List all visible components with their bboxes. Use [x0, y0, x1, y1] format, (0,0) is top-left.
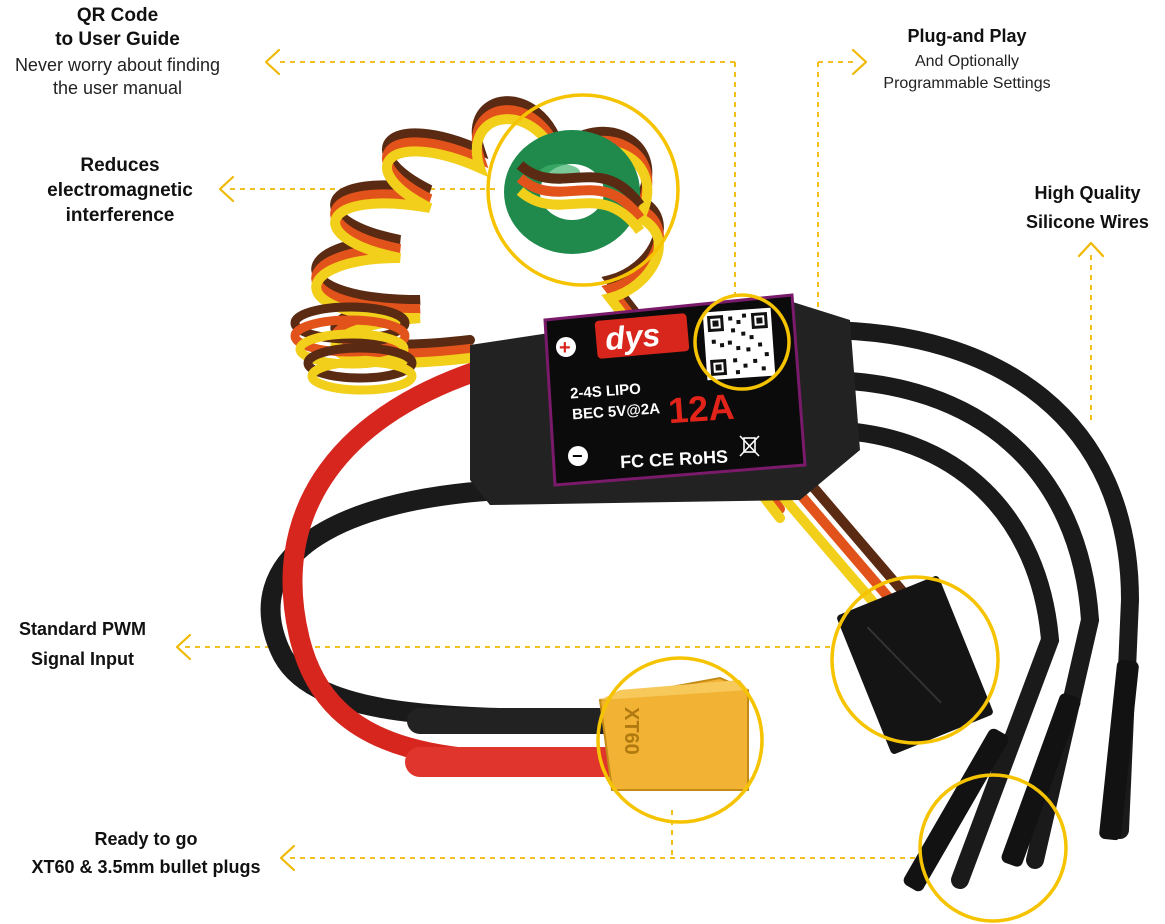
- xt60-marking: XT60: [620, 707, 642, 755]
- callout-ready-2: XT60 & 3.5mm bullet plugs: [31, 857, 261, 877]
- qr-code-icon: [702, 307, 776, 381]
- battery-wires: [260, 360, 635, 777]
- callout-pwm-1: Standard PWM: [18, 619, 146, 639]
- callout-ready-to-go: Ready to go XT60 & 3.5mm bullet plugs: [0, 830, 292, 876]
- highlight-circles: [486, 93, 1068, 923]
- arrow-left-icon: [175, 633, 192, 661]
- bec-spec: BEC 5V@2A: [572, 400, 661, 423]
- callout-pnp-body-2: Programmable Settings: [883, 75, 1051, 92]
- servo-plug: [837, 576, 993, 754]
- callout-qr-body-1: Never worry about finding: [14, 55, 221, 75]
- weee-bin-icon: [739, 435, 760, 457]
- callout-qr-title-2: to User Guide: [55, 29, 180, 50]
- battery-spec: 2-4S LIPO: [570, 381, 642, 403]
- callout-plug-and-play: Plug-and Play And Optionally Programmabl…: [862, 27, 1072, 92]
- current-rating: 12A: [667, 386, 736, 432]
- callout-ready-1: Ready to go: [94, 829, 198, 849]
- callout-silicone-wires: High Quality Silicone Wires: [1010, 184, 1165, 231]
- callout-qr-title-1: QR Code: [76, 5, 159, 26]
- highlight-servo-plug: [830, 575, 1000, 745]
- arrow-left-icon: [218, 175, 235, 203]
- callout-pnp-body-1: And Optionally: [914, 53, 1020, 70]
- plus-icon: +: [559, 337, 571, 359]
- callout-emi-2: electromagnetic: [47, 180, 193, 201]
- xt60-connector: XT60: [598, 676, 749, 791]
- arrow-right-icon: [851, 48, 868, 76]
- callout-pwm-2: Signal Input: [31, 649, 134, 669]
- callout-emi: Reduces electromagnetic interference: [20, 156, 220, 225]
- callout-pwm-input: Standard PWM Signal Input: [0, 620, 165, 668]
- ferrite-ring: [504, 130, 645, 254]
- coiled-signal-wire: [290, 96, 785, 523]
- motor-wires: [811, 321, 1140, 889]
- highlight-xt60: [596, 656, 764, 824]
- arrow-left-icon: [279, 844, 296, 872]
- highlight-ferrite: [486, 93, 680, 287]
- callout-silicone-2: Silicone Wires: [1026, 212, 1149, 232]
- esc-sticker: dys + − 2-4S LIPO BEC 5V@2A 12A FC CE Ro…: [556, 307, 776, 472]
- minus-icon: −: [572, 446, 583, 466]
- highlight-qr-code: [693, 293, 791, 391]
- brand-logo: dys: [604, 316, 662, 357]
- callout-emi-3: interference: [65, 205, 175, 226]
- callout-qr-body-2: the user manual: [52, 78, 183, 98]
- callout-silicone-1: High Quality: [1034, 183, 1141, 203]
- callout-qr-code: QR Code to User Guide Never worry about …: [0, 6, 235, 97]
- arrow-left-icon: [264, 48, 281, 76]
- callout-pnp-title: Plug-and Play: [907, 26, 1027, 46]
- arrow-up-icon: [1077, 241, 1105, 258]
- bullet-plugs: [903, 659, 1139, 892]
- callout-emi-1: Reduces: [80, 155, 160, 176]
- highlight-bullet-plugs: [918, 773, 1068, 923]
